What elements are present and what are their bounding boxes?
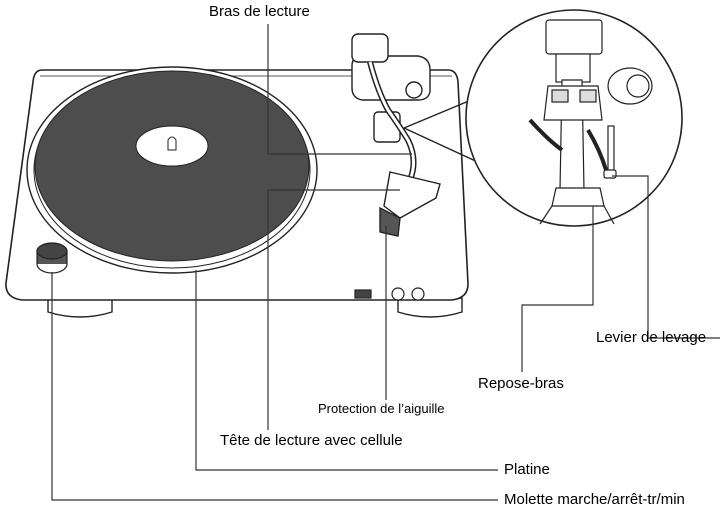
zoom-connector xyxy=(403,97,483,165)
leader-lines xyxy=(51,24,720,501)
label-lift-lever: Levier de levage xyxy=(596,329,707,346)
turntable-feet xyxy=(47,297,463,318)
label-arm-rest: Repose-bras xyxy=(478,375,564,392)
label-platter: Platine xyxy=(504,461,550,478)
label-power-speed-knob: Molette marche/arrêt-tr/min xyxy=(504,491,685,508)
platter xyxy=(26,66,318,274)
label-headshell-cartridge: Tête de lecture avec cellule xyxy=(220,432,403,449)
label-tonearm: Bras de lecture xyxy=(209,3,310,20)
front-controls xyxy=(354,287,425,301)
headshell xyxy=(383,171,441,219)
counterweight xyxy=(351,33,389,63)
cartridge xyxy=(379,206,401,237)
spindle xyxy=(167,136,177,151)
tonearm xyxy=(351,33,441,237)
power-speed-knob xyxy=(36,242,68,274)
label-stylus-guard: Protection de l’aiguille xyxy=(318,401,445,416)
zoom-inset xyxy=(465,9,683,227)
